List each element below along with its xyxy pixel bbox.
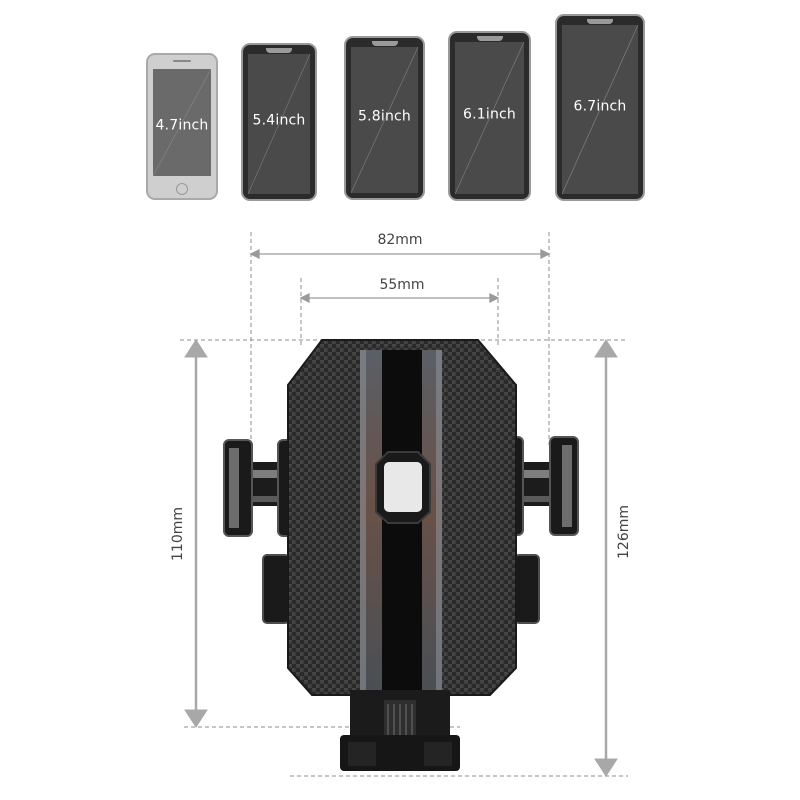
width-82mm-line: [249, 248, 551, 260]
total-height-label: 126mm: [616, 505, 632, 559]
phone-screen: [153, 69, 211, 176]
home-button: [176, 183, 188, 195]
phone-5-4-inch: 5.4inch: [241, 43, 317, 201]
release-button: [375, 451, 431, 524]
phone-size-label: 6.1inch: [463, 106, 516, 123]
right-lower-grip: [514, 554, 540, 624]
left-lower-grip: [262, 554, 290, 624]
phone-screen: [562, 25, 638, 194]
phone-screen: [248, 54, 310, 194]
phone-6-1-inch: 6.1inch: [448, 31, 531, 201]
phone-holder: [223, 339, 579, 771]
phone-4-7-inch: 4.7inch: [146, 53, 218, 200]
dimension-guides: [180, 232, 628, 777]
phone-size-label: 6.7inch: [573, 97, 627, 114]
phone-notch: [371, 41, 398, 46]
phone-notch: [587, 19, 613, 24]
width-55mm-line: [299, 292, 500, 304]
holder-bottom-clip: [340, 690, 460, 771]
phone-screen: [351, 47, 418, 193]
phone-5-8-inch: 5.8inch: [344, 36, 425, 200]
phone-size-label: 5.8inch: [358, 108, 411, 125]
phone-screen: [455, 42, 524, 194]
body-height-label: 110mm: [170, 507, 186, 561]
phone-size-label: 5.4inch: [252, 112, 306, 129]
height-126mm-arrow: [594, 339, 618, 777]
height-110mm-arrow: [184, 339, 208, 728]
phone-notch: [266, 48, 292, 53]
outer-width-label: 82mm: [377, 232, 423, 248]
phone-speaker: [173, 60, 191, 62]
phone-size-label: 4.7inch: [155, 116, 209, 133]
phone-notch: [476, 36, 503, 41]
inner-width-label: 55mm: [379, 277, 425, 293]
phone-6-7-inch: 6.7inch: [555, 14, 645, 201]
